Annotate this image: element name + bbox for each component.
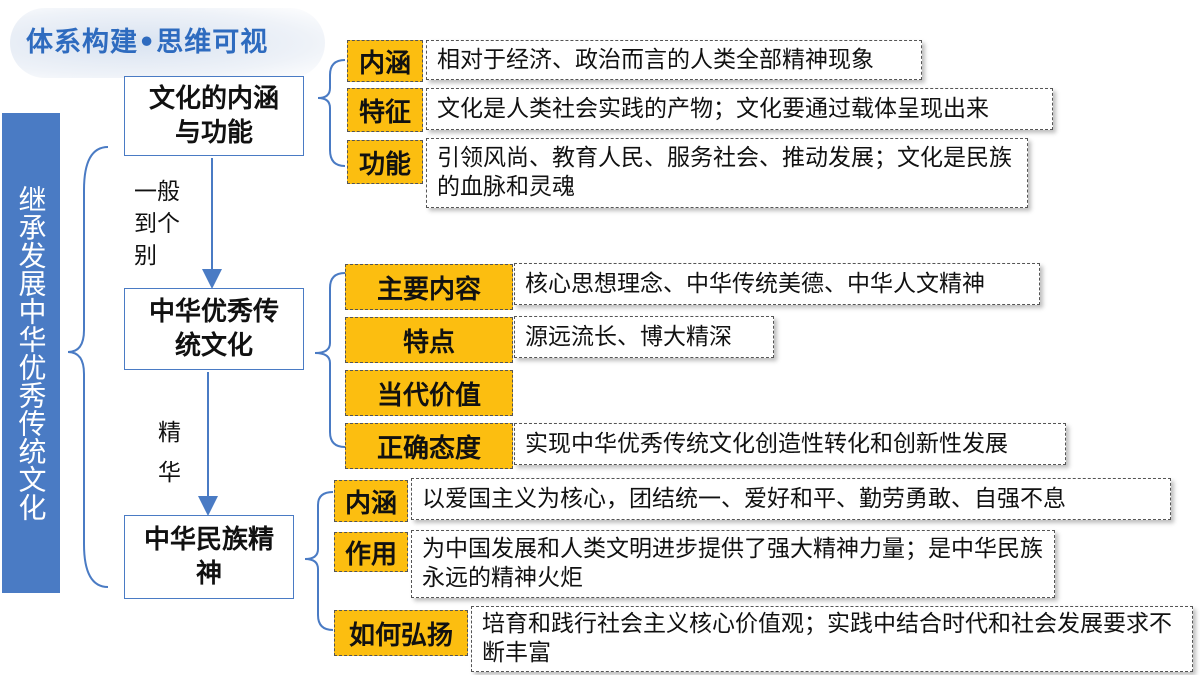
tag-contemporary-value: 当代价值 xyxy=(345,370,513,416)
desc-characteristics: 源远流长、博大精深 xyxy=(514,316,774,358)
desc-correct-attitude: 实现中华优秀传统文化创造性转化和创新性发展 xyxy=(514,423,1066,465)
desc-feature: 文化是人类社会实践的产物；文化要通过载体呈现出来 xyxy=(426,88,1053,130)
page-title: 体系构建•思维可视 xyxy=(26,27,269,58)
label-essence: 精华 xyxy=(158,420,181,486)
tag-spirit-connotation: 内涵 xyxy=(334,480,408,522)
label-general-to-specific: 一般到个别 xyxy=(134,179,180,269)
tag-connotation: 内涵 xyxy=(347,40,423,82)
tag-correct-attitude: 正确态度 xyxy=(345,423,513,469)
node-culture: 文化的内涵与功能 xyxy=(124,76,304,156)
desc-spirit-connotation: 以爱国主义为核心，团结统一、爱好和平、勤劳勇敢、自强不息 xyxy=(411,478,1171,520)
main-brace xyxy=(67,146,109,588)
node-national-spirit: 中华民族精神 xyxy=(124,515,294,599)
tag-role: 作用 xyxy=(334,532,408,572)
desc-role: 为中国发展和人类文明进步提供了强大精神力量；是中华民族永远的精神火炬 xyxy=(411,530,1055,598)
desc-connotation: 相对于经济、政治而言的人类全部精神现象 xyxy=(426,40,922,80)
desc-function: 引领风尚、教育人民、服务社会、推动发展；文化是民族的血脉和灵魂 xyxy=(426,138,1028,208)
tag-how-to-promote: 如何弘扬 xyxy=(334,610,468,656)
title-background xyxy=(10,8,325,78)
excellent-brace xyxy=(314,272,346,448)
spirit-brace xyxy=(304,491,334,631)
tag-feature: 特征 xyxy=(347,88,423,132)
side-label: 继承发展中华优秀传统文化 xyxy=(2,113,60,593)
desc-how-to-promote: 培育和践行社会主义核心价值观；实践中结合时代和社会发展要求不断丰富 xyxy=(471,606,1193,672)
tag-main-content: 主要内容 xyxy=(345,264,513,310)
node-excellent-culture: 中华优秀传统文化 xyxy=(124,288,304,370)
tag-function: 功能 xyxy=(347,140,423,184)
tag-characteristics: 特点 xyxy=(345,317,513,363)
desc-main-content: 核心思想理念、中华传统美德、中华人文精神 xyxy=(514,263,1040,305)
culture-brace xyxy=(317,59,346,167)
